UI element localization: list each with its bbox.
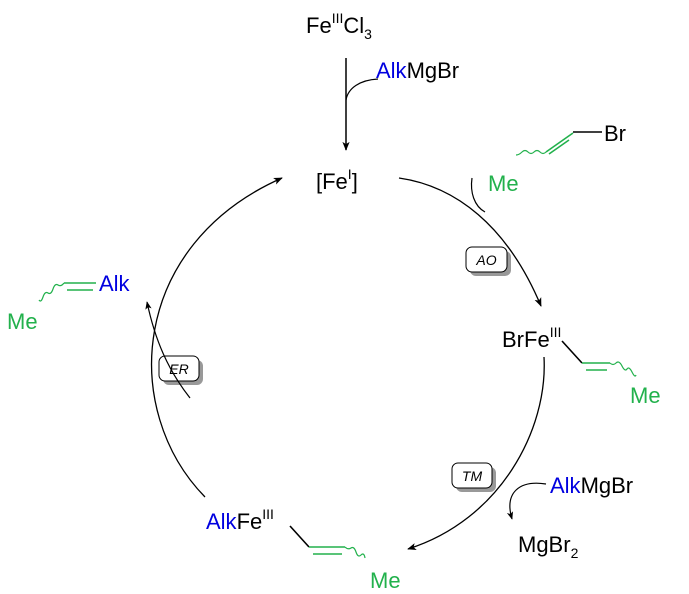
svg-text:ER: ER xyxy=(169,361,188,377)
product-release-arrow xyxy=(145,301,191,399)
fe-c-bond-1 xyxy=(561,340,583,364)
intermediate2-me: Me xyxy=(370,568,401,593)
substrate-double-bond xyxy=(545,132,574,153)
svg-text:AO: AO xyxy=(475,252,496,268)
byproduct-curve-arrow xyxy=(506,482,547,520)
product-me: Me xyxy=(7,309,38,334)
wavy-bond-2 xyxy=(344,546,366,559)
active-catalyst-label: [FeI] xyxy=(316,166,358,194)
transmetalation-reagent: AlkMgBr xyxy=(550,473,633,498)
reductant-label: AlkMgBr xyxy=(376,58,459,83)
step-badge-ao: AO xyxy=(465,246,511,276)
substrate-br: Br xyxy=(604,121,626,146)
elimination-arrow xyxy=(150,177,283,498)
substrate-me: Me xyxy=(488,171,519,196)
step-badge-er: ER xyxy=(158,355,203,385)
transmetalation-arrow xyxy=(407,356,545,550)
wavy-bond-1 xyxy=(609,361,637,377)
substrate-wavy-bond xyxy=(515,149,547,156)
bromo-iron-intermediate: BrFeIII xyxy=(502,324,561,352)
intermediate1-me: Me xyxy=(630,383,661,408)
step-badge-tm: TM xyxy=(451,462,496,492)
reductant-curve-arrow xyxy=(345,78,379,101)
product-wavy-bond xyxy=(38,282,65,302)
alkyl-iron-intermediate: AlkFeIII xyxy=(206,506,274,534)
byproduct-label: MgBr2 xyxy=(518,532,579,561)
precatalyst-label: FeIIICl3 xyxy=(306,10,372,42)
oxidative-addition-arrow xyxy=(398,177,542,307)
svg-text:TM: TM xyxy=(462,468,483,484)
substrate-entry-curve xyxy=(470,177,486,213)
fe-c-bond-2 xyxy=(289,525,310,548)
product-alk: Alk xyxy=(99,271,131,296)
